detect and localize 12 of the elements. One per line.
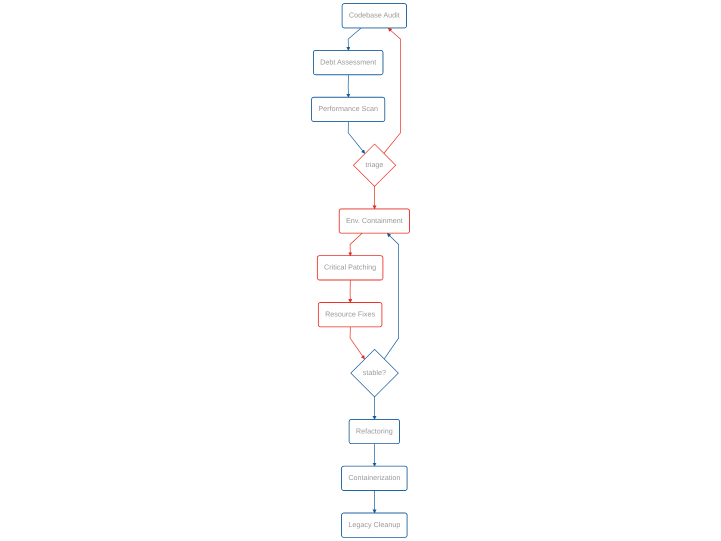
arrow bbox=[348, 280, 352, 303]
arrow bbox=[346, 28, 362, 51]
arrow bbox=[346, 74, 350, 98]
arrow bbox=[348, 121, 366, 154]
arrow bbox=[383, 28, 401, 154]
arrow bbox=[348, 233, 362, 256]
arrow bbox=[372, 396, 376, 420]
arrow bbox=[350, 326, 365, 360]
arrow bbox=[384, 233, 399, 360]
arrow bbox=[372, 186, 376, 210]
arrow bbox=[372, 490, 376, 514]
arrow bbox=[372, 444, 376, 467]
